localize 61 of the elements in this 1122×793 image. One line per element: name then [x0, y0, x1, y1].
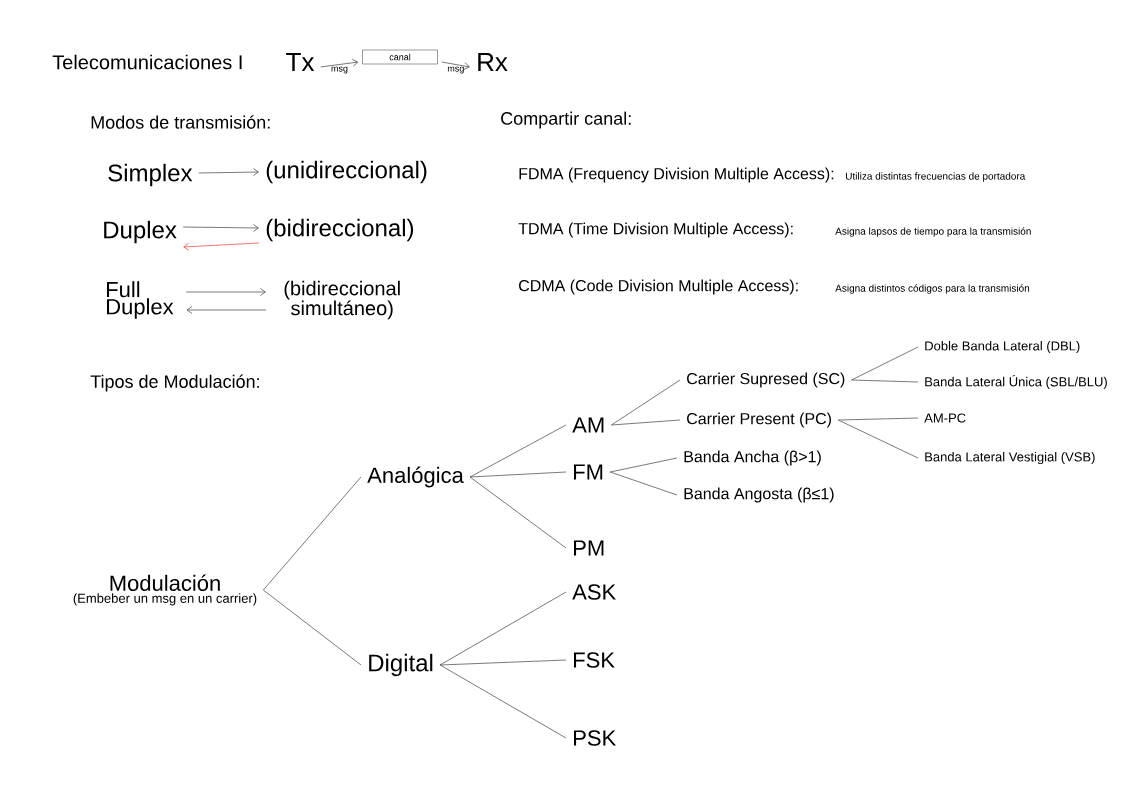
branch-line [609, 457, 678, 473]
channel-box: canal [362, 49, 438, 65]
branch-line [469, 476, 567, 549]
branch-line [837, 419, 919, 459]
receiver-label: Rx [478, 53, 508, 71]
tree-text: AM [572, 417, 604, 433]
transmitter-label: Tx [286, 53, 315, 71]
arrow [441, 61, 470, 70]
arrow [198, 168, 259, 176]
arrow [186, 306, 267, 314]
mode-label: Full Duplex [107, 281, 174, 319]
branch-line [609, 471, 678, 496]
arrow [186, 288, 266, 296]
access-method: TDMA (Time Division Multiple Access): [518, 222, 793, 238]
tree-text: AM-PC [924, 413, 966, 423]
section-heading: Tipos de Modulación: [90, 374, 259, 392]
mode-label: Simplex [108, 163, 193, 187]
tree-root-text: Modulación (Embeber un msg en un carrier) [73, 574, 257, 606]
edge-label: msg [331, 66, 348, 74]
tree-text: Banda Lateral Vestigial (VSB) [925, 451, 1095, 465]
tree-text: PM [574, 540, 604, 556]
tree-text: Analógica [367, 466, 464, 488]
branch-line [851, 379, 919, 383]
tree-text: FM [574, 464, 603, 480]
branch-line [837, 417, 919, 421]
branch-line [439, 591, 567, 666]
branch-line [469, 424, 567, 478]
tree-text: Carrier Present (PC) [687, 412, 831, 428]
tree-text: Doble Banda Lateral (DBL) [925, 340, 1080, 354]
access-method: CDMA (Code Division Multiple Access): [519, 279, 798, 295]
access-method: FDMA (Frequency Division Multiple Access): [519, 167, 834, 183]
title: Telecomunicaciones I [52, 54, 242, 70]
mode-description: (bidireccional) [266, 218, 414, 242]
description-text: Asigna lapsos de tiempo para la transmisión [835, 227, 1031, 237]
mode-description: (bidireccional simultáneo) [284, 280, 400, 320]
mode-description: (unidireccional) [266, 160, 427, 184]
tree-text: Banda Ancha (β>1) [684, 450, 821, 466]
tree-text: FSK [574, 652, 615, 668]
description-text: Utiliza distintas frecuencias de portadora [846, 172, 1026, 182]
tree-text: Banda Angosta (β≤1) [684, 487, 834, 503]
arrow [320, 58, 359, 68]
branch-line [262, 589, 362, 666]
section-heading: Compartir canal: [501, 111, 631, 129]
branch-line [439, 664, 567, 739]
tree-text: ASK [572, 584, 616, 600]
description-text: Asigna distintos códigos para la transmisión [835, 284, 1030, 294]
tree-text: PSK [574, 730, 616, 746]
edge-label: msg [447, 66, 464, 74]
section-heading: Modos de transmisión: [91, 115, 270, 129]
tree-text: Banda Lateral Única (SBL/BLU) [925, 375, 1107, 389]
branch-line [469, 471, 567, 478]
branch-line [262, 476, 362, 591]
branch-line [439, 659, 567, 666]
arrow [183, 242, 260, 251]
branch-line [611, 379, 681, 426]
tree-text: Digital [369, 653, 433, 677]
branch-line [611, 419, 681, 426]
tree-text: Carrier Supresed (SC) [687, 372, 845, 388]
arrow [182, 224, 259, 232]
branch-line [851, 346, 919, 381]
mode-label: Duplex [104, 220, 177, 244]
